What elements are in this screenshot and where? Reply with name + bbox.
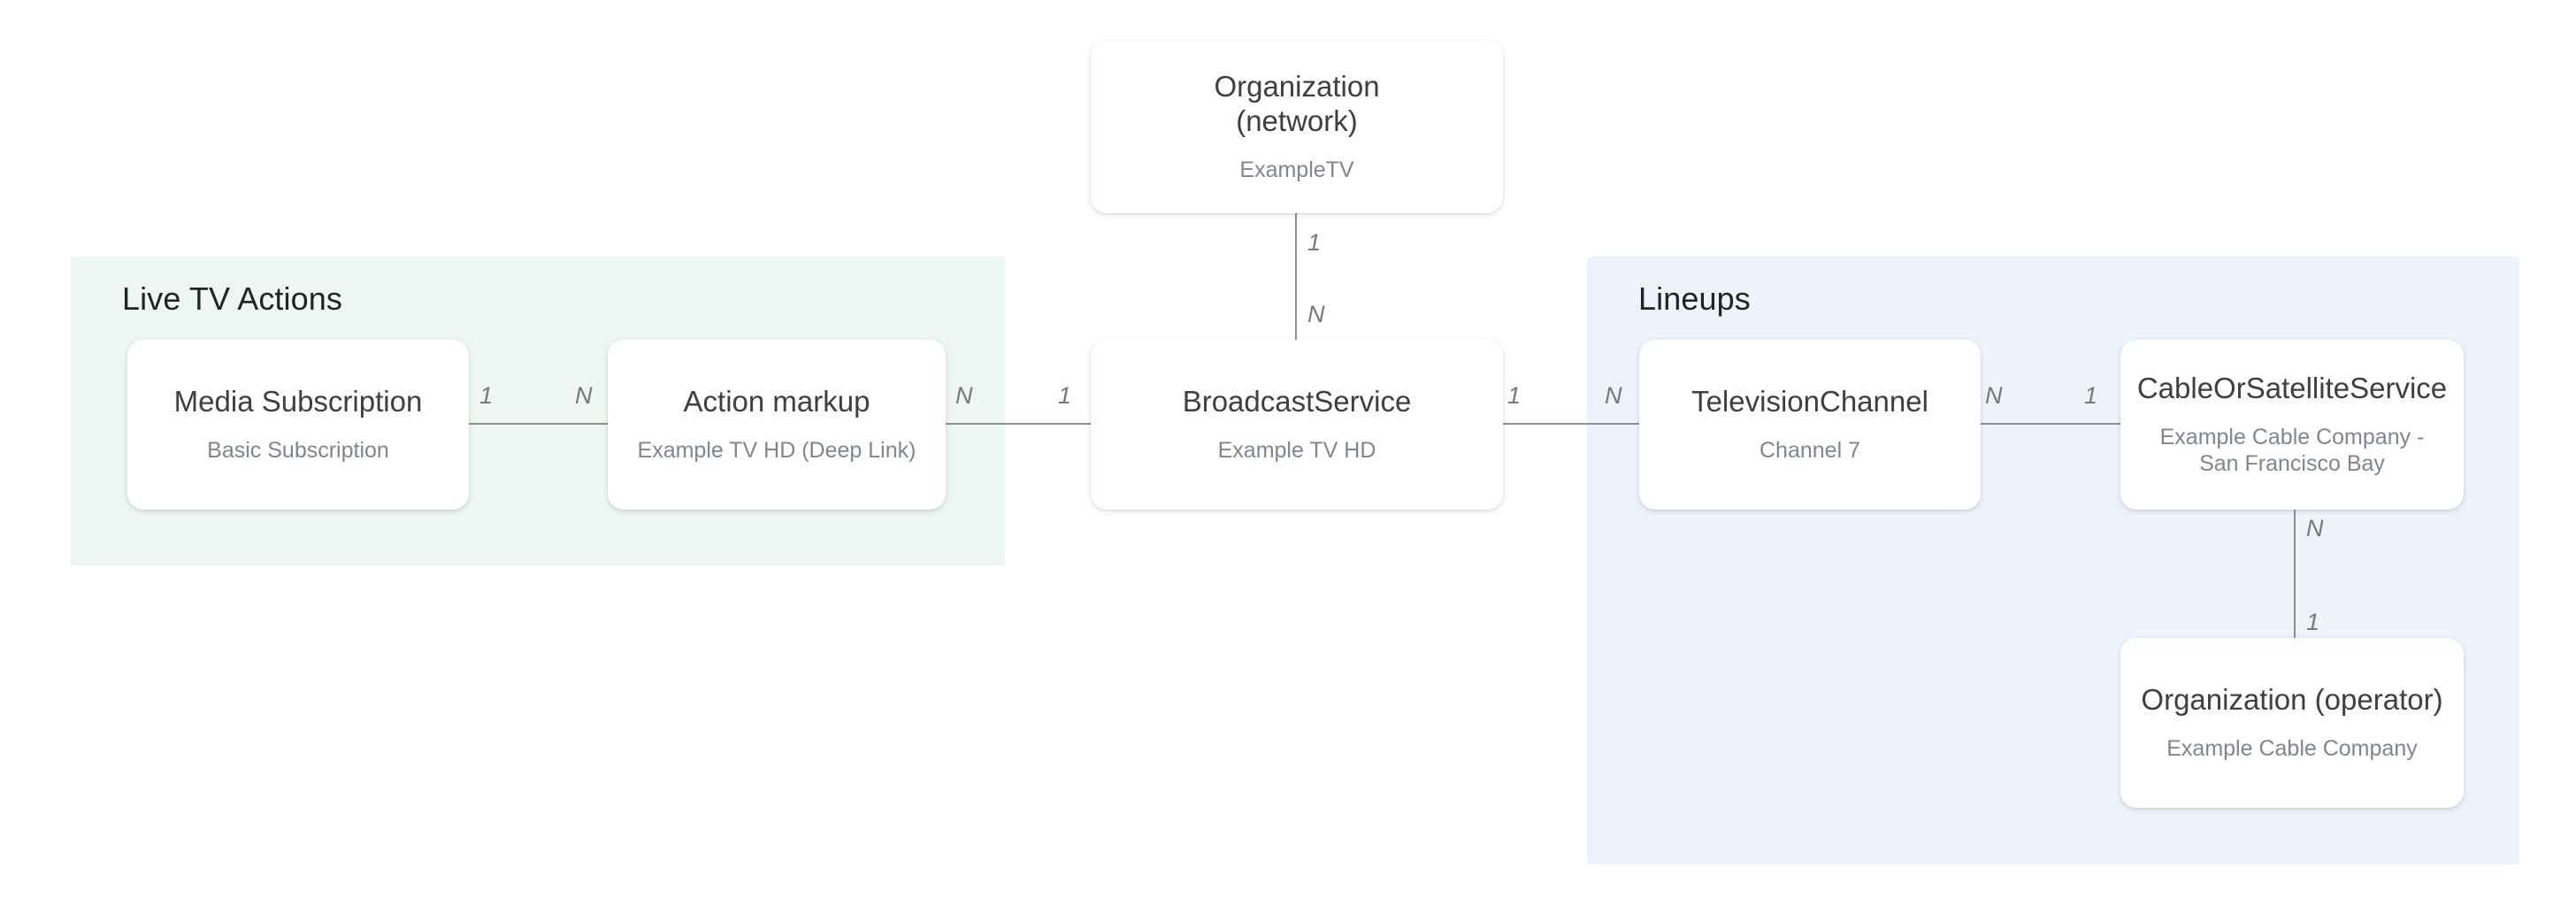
group-title-live-tv-actions: Live TV Actions (122, 280, 342, 317)
node-media-subscription[interactable]: Media Subscription Basic Subscription (127, 340, 469, 510)
node-organization-network[interactable]: Organization (network) ExampleTV (1091, 41, 1503, 213)
node-television-channel-title: TelevisionChannel (1691, 385, 1928, 418)
edge-cable-or-satellite-service-org-operator (2294, 509, 2296, 639)
edge-label-television-channel-cable-or-satellite-service-from: N (1985, 382, 2003, 409)
edge-label-media-subscription-action-markup-from: 1 (479, 382, 494, 409)
node-broadcast-service-subtitle: Example TV HD (1217, 438, 1376, 464)
edge-label-org-network-broadcast-service-to: N (1307, 301, 1325, 327)
node-organization-network-subtitle: ExampleTV (1239, 157, 1354, 183)
node-cable-or-satellite-service-subtitle: Example Cable Company - San Francisco Ba… (2159, 424, 2425, 477)
group-title-lineups: Lineups (1638, 280, 1751, 317)
edge-label-television-channel-cable-or-satellite-service-to: 1 (2084, 382, 2098, 409)
edge-label-broadcast-service-television-channel-to: N (1605, 382, 1622, 409)
node-action-markup-title: Action markup (683, 385, 870, 418)
edge-label-action-markup-broadcast-service-to: 1 (1058, 382, 1072, 409)
node-television-channel-subtitle: Channel 7 (1760, 438, 1860, 464)
edge-television-channel-cable-or-satellite-service (1973, 423, 2121, 425)
edge-org-network-broadcast-service (1295, 212, 1297, 347)
node-action-markup[interactable]: Action markup Example TV HD (Deep Link) (608, 340, 946, 510)
node-action-markup-subtitle: Example TV HD (Deep Link) (637, 438, 916, 464)
edge-label-broadcast-service-television-channel-from: 1 (1507, 382, 1522, 409)
node-broadcast-service[interactable]: BroadcastService Example TV HD (1091, 340, 1503, 510)
edge-label-org-network-broadcast-service-from: 1 (1307, 229, 1322, 256)
edge-label-cable-or-satellite-service-org-operator-to: 1 (2306, 609, 2320, 635)
edge-media-subscription-action-markup (467, 423, 609, 425)
edge-label-action-markup-broadcast-service-from: N (955, 382, 973, 409)
edge-label-media-subscription-action-markup-to: N (575, 382, 593, 409)
node-media-subscription-subtitle: Basic Subscription (207, 438, 389, 464)
node-cable-or-satellite-service-title: CableOrSatelliteService (2136, 372, 2448, 405)
node-organization-operator[interactable]: Organization (operator) Example Cable Co… (2120, 638, 2464, 808)
node-media-subscription-title: Media Subscription (173, 385, 423, 418)
edge-label-cable-or-satellite-service-org-operator-from: N (2306, 515, 2324, 541)
node-organization-network-title: Organization (network) (1214, 70, 1380, 138)
edge-action-markup-broadcast-service (943, 423, 1095, 425)
node-cable-or-satellite-service[interactable]: CableOrSatelliteService Example Cable Co… (2120, 340, 2464, 510)
node-broadcast-service-title: BroadcastService (1182, 385, 1412, 418)
node-organization-operator-title: Organization (operator) (2141, 683, 2443, 717)
node-television-channel[interactable]: TelevisionChannel Channel 7 (1639, 340, 1981, 510)
edge-broadcast-service-television-channel (1495, 423, 1640, 425)
node-organization-operator-subtitle: Example Cable Company (2166, 736, 2418, 762)
